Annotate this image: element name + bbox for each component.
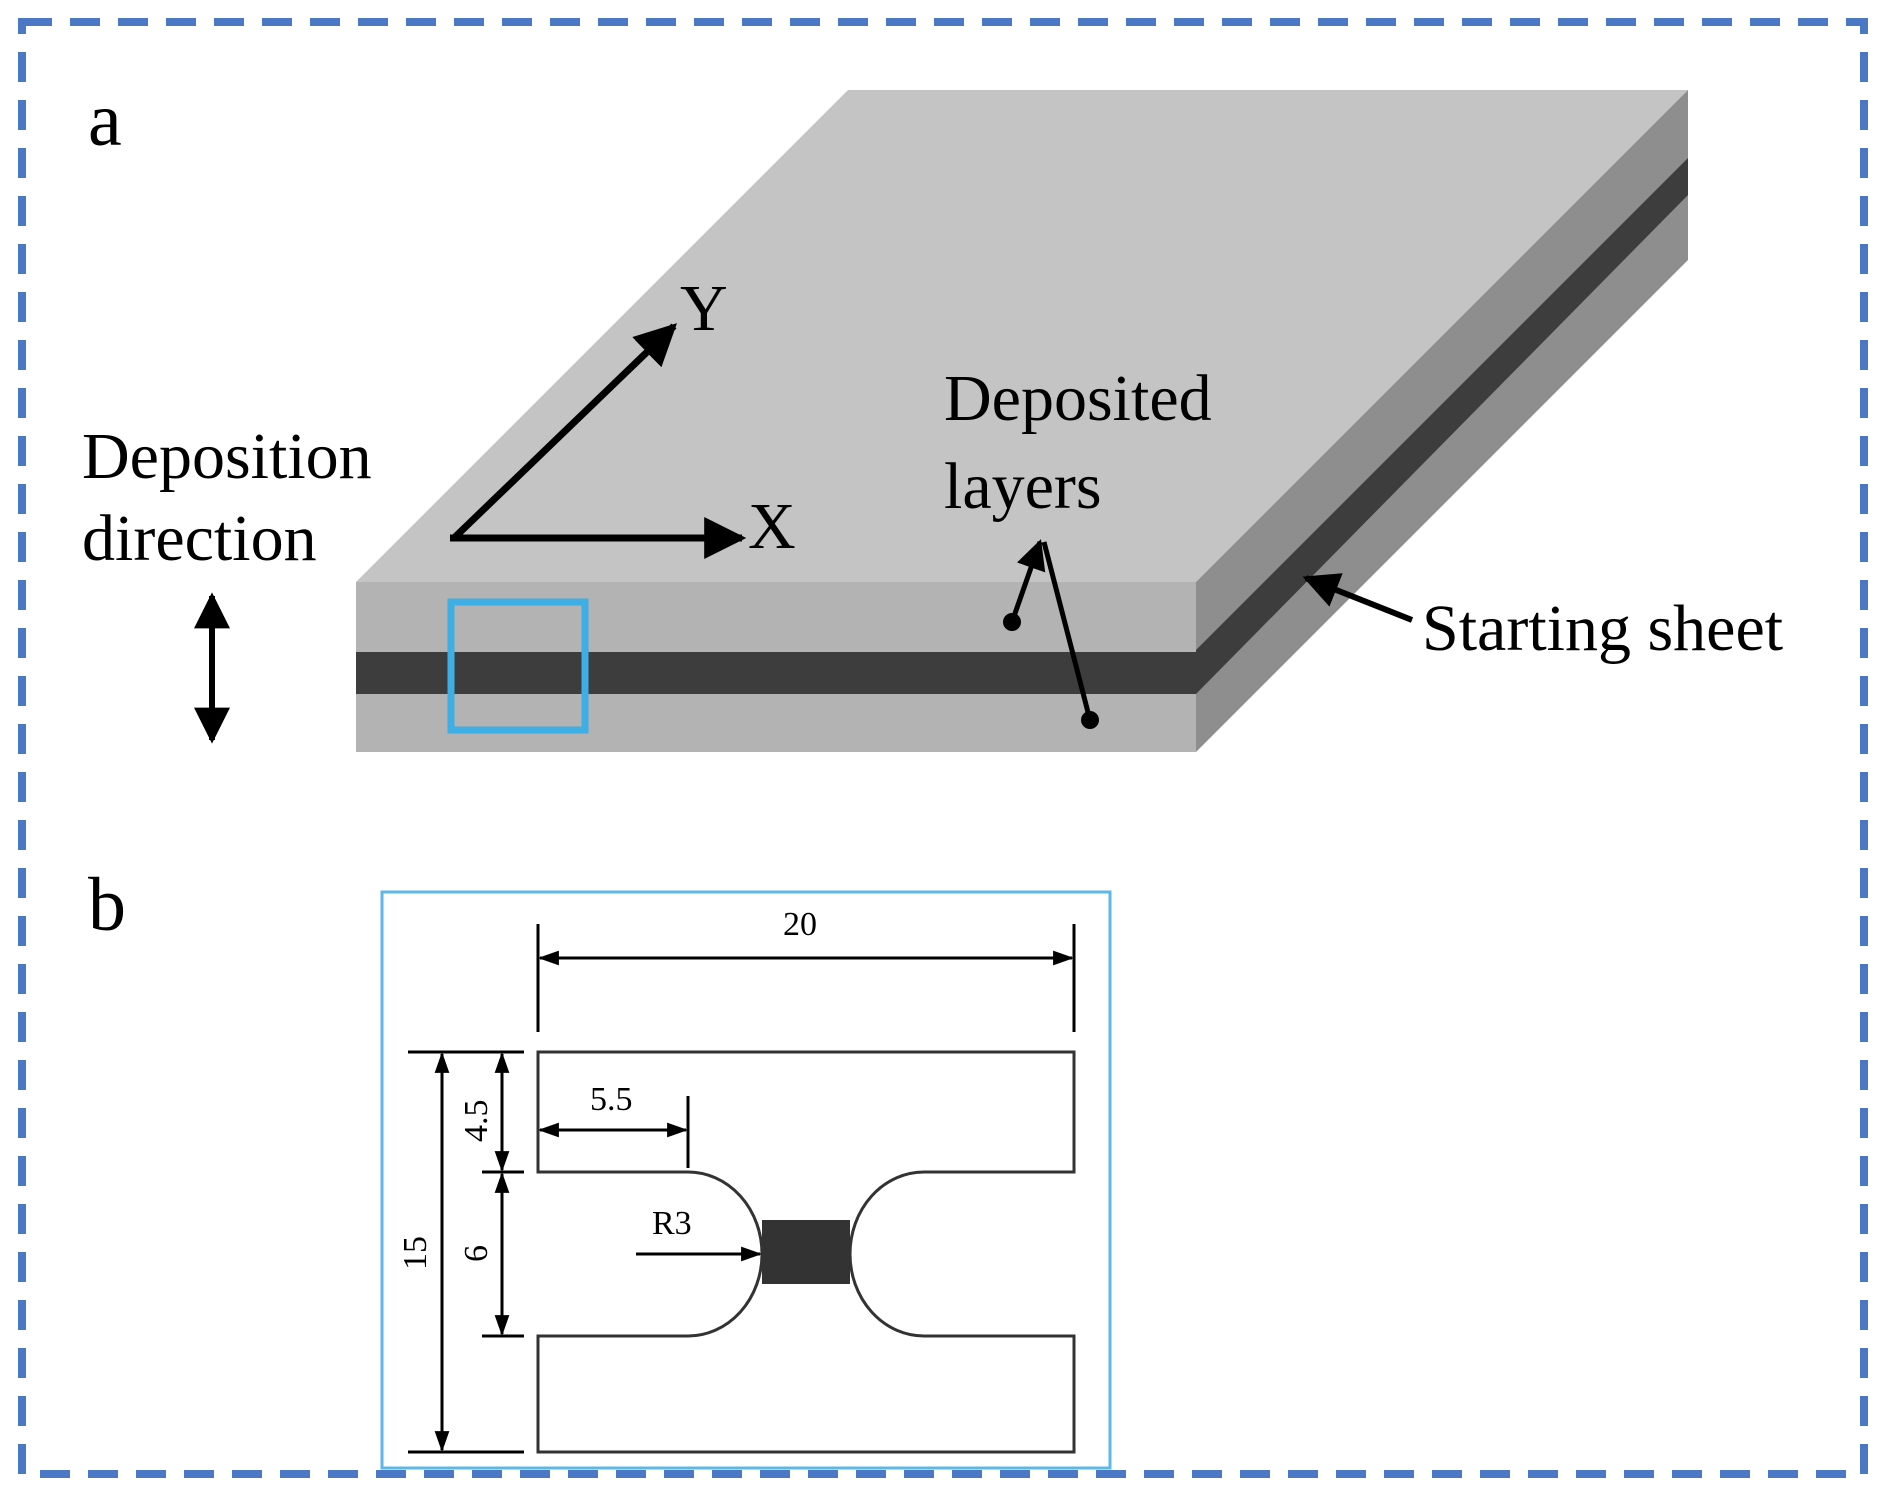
dim-radius-value: R3 [652, 1205, 692, 1242]
dim-width-value: 20 [783, 906, 817, 943]
front-starting-sheet-band [356, 652, 1196, 694]
specimen-frame [380, 890, 1112, 1470]
dim-grip: 4.5 6 [458, 1051, 524, 1338]
pointer-dot-lower [1081, 711, 1099, 729]
dashed-frame [18, 18, 1868, 1478]
deposited-layers-line2: layers [944, 450, 1102, 523]
dim-grip-value: 4.5 [458, 1100, 495, 1143]
panel-a-label: a [88, 78, 122, 162]
gauge-section [762, 1220, 850, 1284]
dim-width: 20 [536, 906, 1076, 1032]
dim-shoulder-value: 5.5 [590, 1081, 633, 1118]
pointer-dot-upper [1003, 613, 1021, 631]
dim-height: 15 [397, 1050, 524, 1454]
block-top-face [356, 90, 1688, 582]
dim-radius: R3 [636, 1205, 763, 1262]
starting-sheet-arrow [1302, 573, 1414, 623]
panel-b-label: b [88, 863, 126, 947]
starting-sheet-label: Starting sheet [1422, 592, 1783, 665]
y-axis-arrow [451, 323, 678, 541]
deposition-direction-line2: direction [82, 502, 317, 575]
specimen-outline-top [536, 1050, 1076, 1454]
highlight-box [447, 598, 589, 734]
coordinate-axes: Y X [450, 272, 796, 563]
dim-height-value: 15 [397, 1236, 434, 1270]
deposited-layers-line1: Deposited [944, 362, 1212, 435]
layered-block [356, 90, 1688, 752]
side-starting-sheet-band [1196, 158, 1688, 694]
dim-gauge-span-value: 6 [458, 1245, 495, 1262]
x-axis-label: X [748, 490, 796, 563]
tensile-specimen [536, 1050, 1076, 1454]
deposition-direction-line1: Deposition [82, 420, 372, 493]
deposited-layers-pointers [1003, 539, 1099, 729]
dim-shoulder: 5.5 [537, 1081, 690, 1168]
y-axis-label: Y [680, 272, 728, 345]
